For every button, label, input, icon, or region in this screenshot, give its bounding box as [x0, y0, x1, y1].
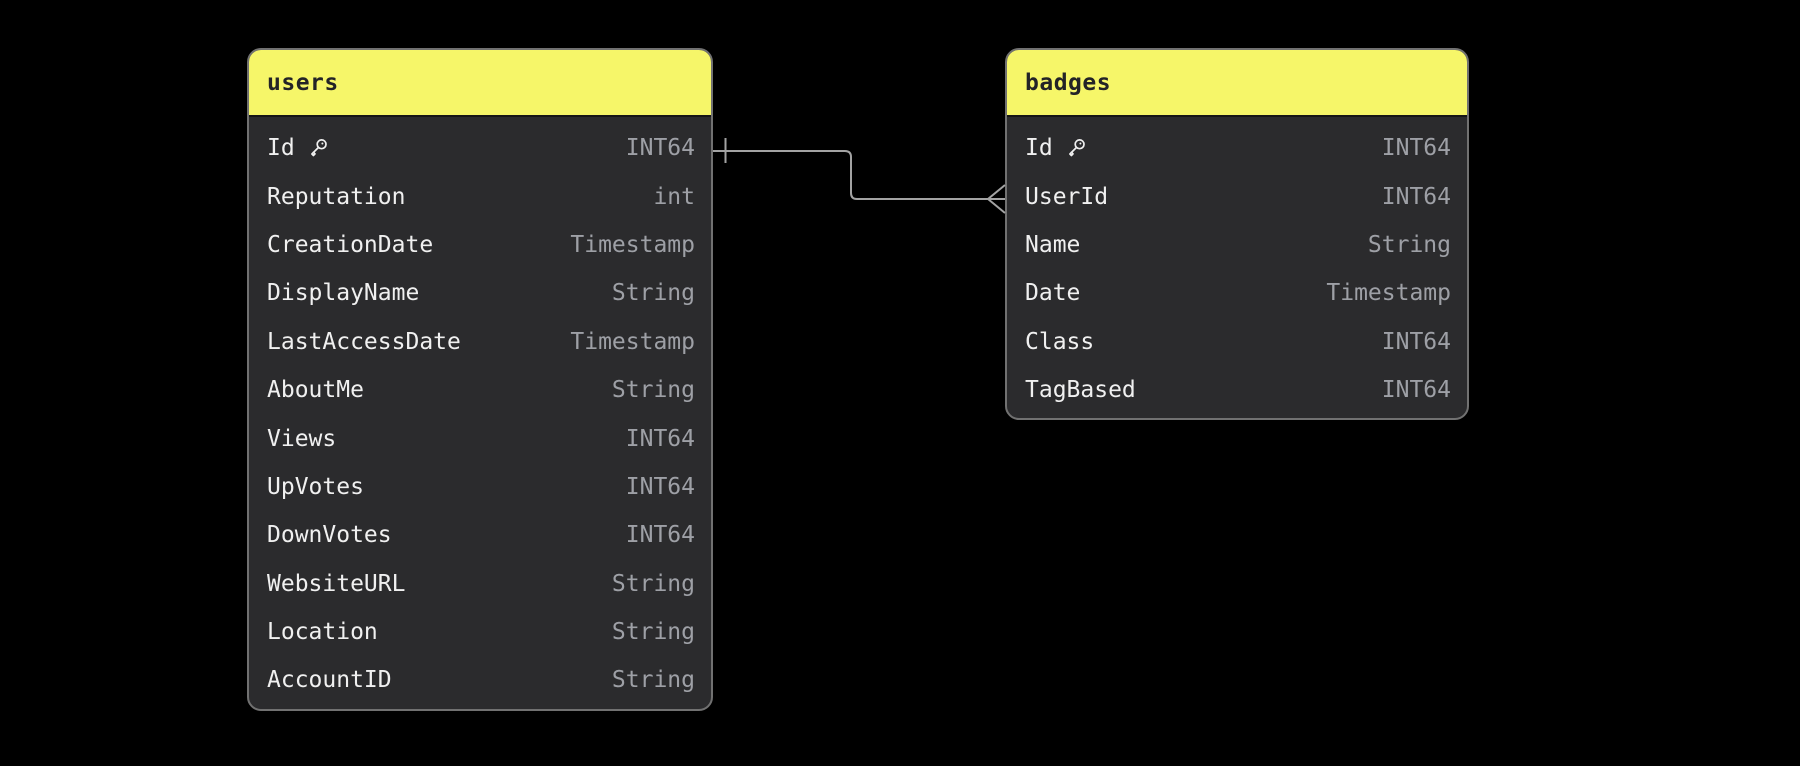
- field-type-label: Timestamp: [570, 231, 695, 258]
- field-row[interactable]: TagBased INT64: [1007, 366, 1467, 414]
- table-header-badges[interactable]: badges: [1007, 50, 1467, 117]
- primary-key-icon: [307, 137, 329, 159]
- cardinality-many-crowfoot: [985, 184, 1006, 214]
- field-type-label: INT64: [625, 425, 695, 452]
- table-title: badges: [1025, 69, 1112, 96]
- field-type-label: String: [611, 570, 695, 597]
- field-row[interactable]: Location String: [249, 608, 711, 656]
- field-row[interactable]: UpVotes INT64: [249, 463, 711, 511]
- field-type-label: String: [1367, 231, 1451, 258]
- field-type-label: INT64: [625, 522, 695, 549]
- field-row[interactable]: Views INT64: [249, 414, 711, 462]
- field-name-label: DownVotes: [267, 522, 392, 549]
- field-type-label: String: [611, 377, 695, 404]
- field-name-label: WebsiteURL: [267, 570, 406, 597]
- table-body-users: Id INT64: [249, 117, 711, 709]
- field-type-label: INT64: [625, 135, 695, 162]
- field-name-label: UserId: [1025, 183, 1109, 210]
- field-name-label: TagBased: [1025, 377, 1136, 404]
- field-name-label: Views: [267, 425, 337, 452]
- field-type-label: Timestamp: [1326, 280, 1451, 307]
- field-type-label: INT64: [1381, 183, 1451, 210]
- field-name-label: DisplayName: [267, 280, 420, 307]
- field-row[interactable]: UserId INT64: [1007, 172, 1467, 220]
- field-name-label: Id: [1025, 135, 1053, 162]
- table-body-badges: Id INT64: [1007, 117, 1467, 418]
- field-row[interactable]: Date Timestamp: [1007, 269, 1467, 317]
- field-type-label: String: [611, 280, 695, 307]
- field-row[interactable]: AboutMe String: [249, 366, 711, 414]
- edge-path: [713, 150, 988, 200]
- field-row[interactable]: Id INT64: [249, 124, 711, 172]
- primary-key-icon: [1065, 137, 1087, 159]
- field-type-label: INT64: [1381, 328, 1451, 355]
- field-row[interactable]: WebsiteURL String: [249, 560, 711, 608]
- field-row[interactable]: CreationDate Timestamp: [249, 221, 711, 269]
- field-row[interactable]: AccountID String: [249, 656, 711, 704]
- table-card-badges[interactable]: badges Id: [1005, 48, 1469, 420]
- field-row[interactable]: DisplayName String: [249, 269, 711, 317]
- field-name-label: Reputation: [267, 183, 406, 210]
- field-row[interactable]: Id INT64: [1007, 124, 1467, 172]
- field-type-label: INT64: [1381, 135, 1451, 162]
- field-name-label: Class: [1025, 328, 1095, 355]
- field-name-label: Date: [1025, 280, 1081, 307]
- field-name-label: AboutMe: [267, 377, 364, 404]
- field-name-label: Name: [1025, 231, 1081, 258]
- field-row[interactable]: Class INT64: [1007, 318, 1467, 366]
- field-type-label: INT64: [625, 473, 695, 500]
- field-row[interactable]: Reputation int: [249, 172, 711, 220]
- field-name-label: AccountID: [267, 667, 392, 694]
- table-title: users: [267, 69, 339, 96]
- field-type-label: int: [653, 183, 695, 210]
- field-row[interactable]: Name String: [1007, 221, 1467, 269]
- table-card-users[interactable]: users Id: [247, 48, 713, 711]
- field-name-label: UpVotes: [267, 473, 364, 500]
- field-name-label: CreationDate: [267, 231, 434, 258]
- field-type-label: String: [611, 667, 695, 694]
- field-type-label: INT64: [1381, 377, 1451, 404]
- field-row[interactable]: DownVotes INT64: [249, 511, 711, 559]
- field-row[interactable]: LastAccessDate Timestamp: [249, 318, 711, 366]
- field-type-label: Timestamp: [570, 328, 695, 355]
- field-name-label: Id: [267, 135, 295, 162]
- field-name-label: LastAccessDate: [267, 328, 461, 355]
- field-type-label: String: [611, 619, 695, 646]
- field-name-label: Location: [267, 619, 378, 646]
- table-header-users[interactable]: users: [249, 50, 711, 117]
